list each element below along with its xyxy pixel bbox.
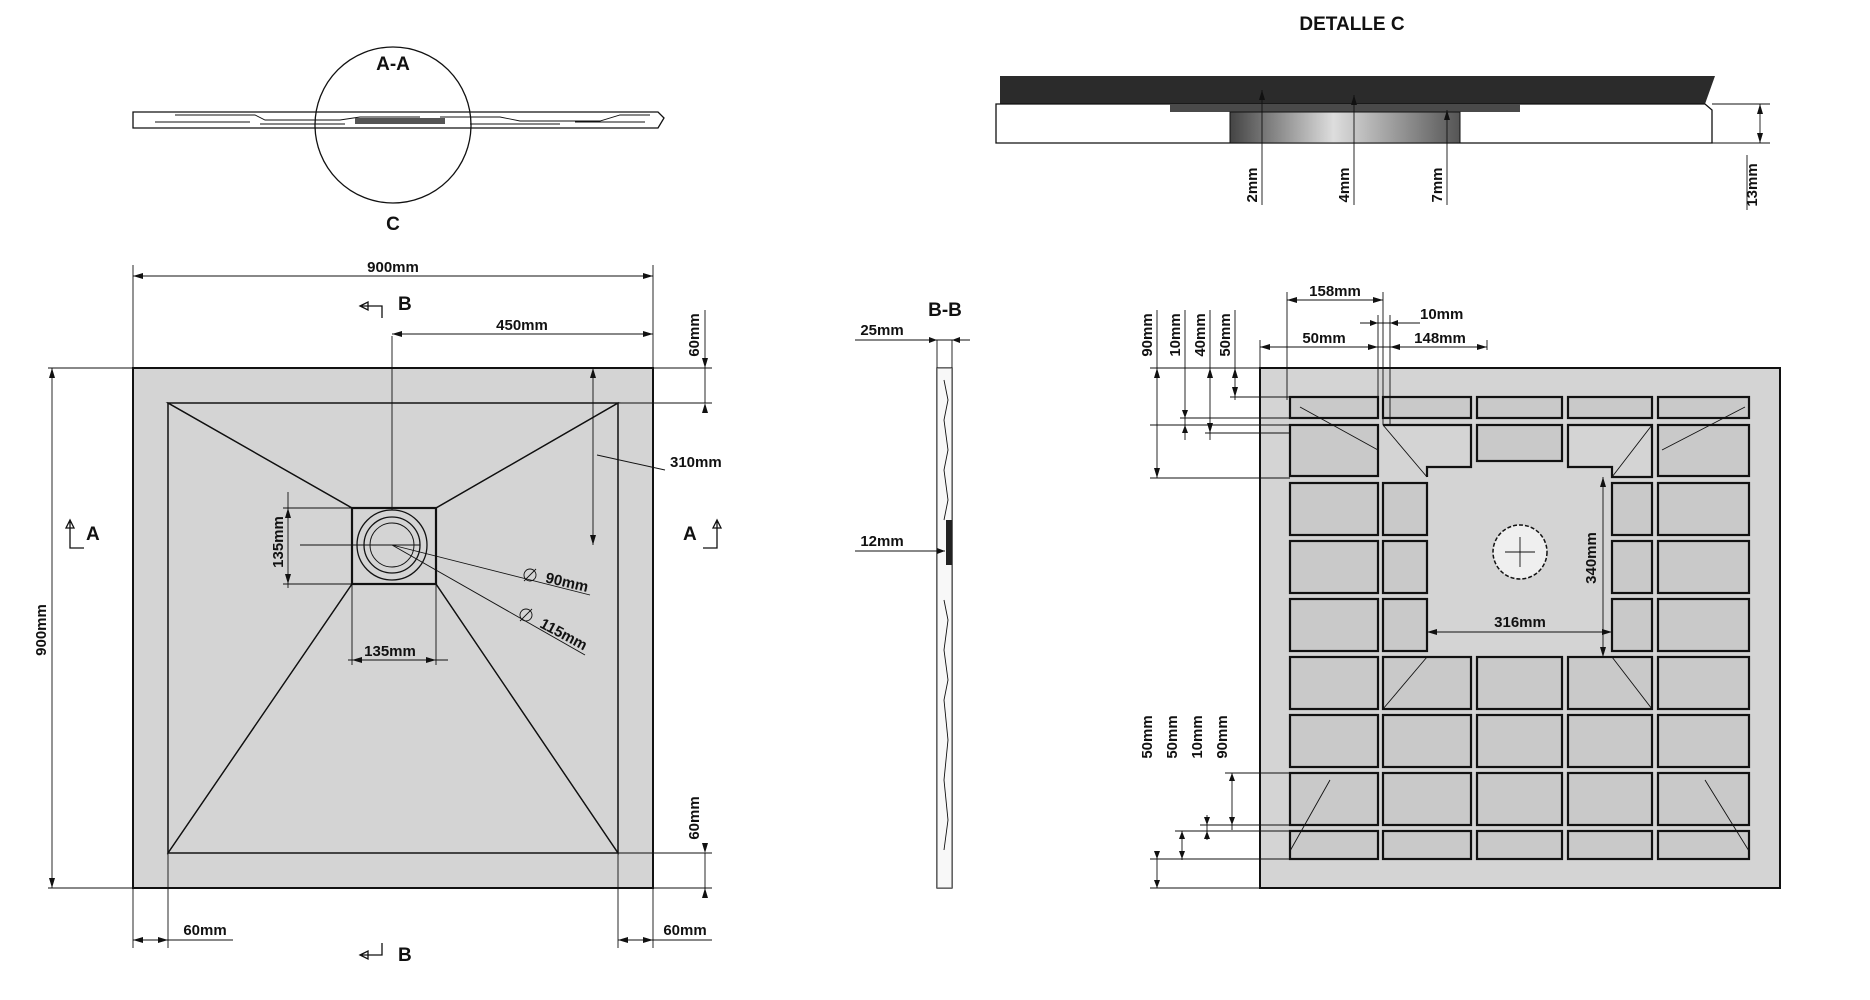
dim-detail-7: 7mm <box>1429 167 1446 202</box>
dim-drain-box-h: 135mm <box>364 643 416 660</box>
dim-detail-4: 4mm <box>1336 167 1353 202</box>
dim-bottom-left-10: 10mm <box>1167 313 1184 356</box>
dim-bottom-148: 148mm <box>1414 330 1466 347</box>
label-b-bottom: B <box>398 945 412 966</box>
dim-bottom-left-40: 40mm <box>1192 313 1209 356</box>
dim-bottom-340: 340mm <box>1583 532 1600 584</box>
label-a-left: A <box>86 524 100 545</box>
dim-bottom-bl-50b: 50mm <box>1164 715 1181 758</box>
label-a-right: A <box>683 524 697 545</box>
dim-detail-13: 13mm <box>1744 163 1761 206</box>
top-view: 900mm 450mm 900mm 60mm 310mm 60mm 6 <box>33 259 723 966</box>
dim-height: 900mm <box>33 604 50 656</box>
aa-drain-channel <box>355 118 445 124</box>
label-aa: A-A <box>376 54 410 75</box>
detail-c-view: DETALLE C 2mm 4mm 7mm 13mm <box>995 14 1770 210</box>
dim-bottom-left-90: 90mm <box>1139 313 1156 356</box>
bottom-view: 340mm 316mm 158mm 10mm 50mm 148mm 90mm <box>1139 283 1781 889</box>
rib-grid <box>1288 395 1751 861</box>
dim-bottom-50-top: 50mm <box>1302 330 1345 347</box>
drain-box <box>350 506 438 586</box>
dim-bottom-158: 158mm <box>1309 283 1361 300</box>
dim-margin-right: 60mm <box>663 922 706 939</box>
detail-c-circle <box>314 46 472 204</box>
dim-margin-left: 60mm <box>183 922 226 939</box>
bb-drain-section <box>946 520 952 565</box>
label-c: C <box>386 214 400 235</box>
dim-bottom-bl-90: 90mm <box>1214 715 1231 758</box>
section-aa-view: A-A C <box>132 46 665 235</box>
dim-margin-top: 60mm <box>686 313 703 356</box>
dim-bottom-left-50: 50mm <box>1217 313 1234 356</box>
dim-detail-2: 2mm <box>1244 167 1261 202</box>
dim-bb-thick: 25mm <box>860 322 903 339</box>
label-bb: B-B <box>928 300 962 321</box>
detail-drain-body <box>1229 111 1461 144</box>
dim-bottom-10-top: 10mm <box>1420 306 1463 323</box>
dim-bb-edge: 12mm <box>860 533 903 550</box>
label-b-top: B <box>398 294 412 315</box>
detail-top-surface <box>1000 76 1715 104</box>
label-detalle-c: DETALLE C <box>1299 14 1404 35</box>
section-bb-view: B-B 25mm 12mm <box>855 300 970 889</box>
dim-margin-bottom: 60mm <box>686 796 703 839</box>
dim-bottom-bl-10: 10mm <box>1189 715 1206 758</box>
detail-drain-flange <box>1170 104 1520 112</box>
dim-half-width: 450mm <box>496 317 548 334</box>
dim-slope: 310mm <box>670 454 722 471</box>
dim-bottom-bl-50a: 50mm <box>1139 715 1156 758</box>
dim-drain-box-v: 135mm <box>270 516 287 568</box>
tray-outline <box>132 367 654 889</box>
dim-bottom-316: 316mm <box>1494 614 1546 631</box>
dim-width: 900mm <box>367 259 419 276</box>
